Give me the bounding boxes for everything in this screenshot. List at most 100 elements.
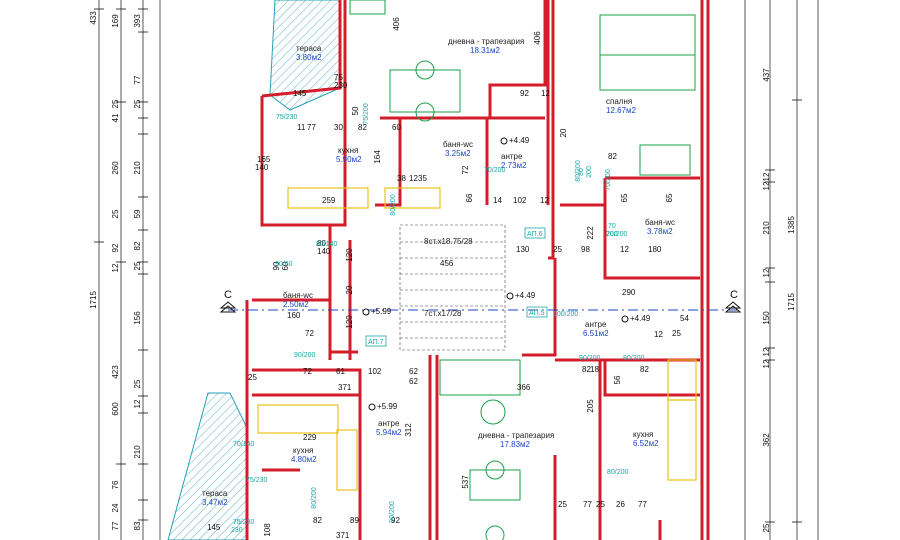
room-name: кухня (633, 430, 653, 439)
door-tag: 70/140 (233, 441, 255, 448)
walls (245, 0, 710, 540)
dimension-label: 433 (89, 11, 98, 25)
dimension-label: 210 (133, 445, 142, 459)
room-name: баня-wc (443, 140, 473, 149)
apartment-tag: АП.7 (368, 339, 384, 346)
door-tag: 70/200 (605, 169, 612, 191)
dimension-label: 62 (409, 367, 418, 376)
dimension-label: 169 (111, 14, 120, 28)
dimension-label: 1715 (787, 293, 796, 311)
dimension-label: 150 (762, 311, 771, 325)
dimension-label: 371 (338, 383, 352, 392)
stair-notes: 8ст.x18.75/28 7ст.x17/28 (424, 237, 473, 318)
dimension-label: 75 (233, 519, 241, 526)
room-name: кухня (293, 446, 313, 455)
dimension-label: 537 (461, 475, 470, 489)
dimension-label: 423 (111, 365, 120, 379)
dimension-label: 145 (207, 523, 221, 532)
dimension-label: 82 (313, 516, 322, 525)
dimension-label: 145 (293, 89, 307, 98)
left-dimension-chains (98, 0, 161, 540)
dimension-label: 222 (586, 226, 595, 240)
dimension-label: 120 (345, 248, 354, 262)
dimension-label: 25 (672, 329, 681, 338)
room-area: 6.51м2 (583, 329, 609, 338)
dimension-label: 456 (440, 259, 454, 268)
door-tag: 80/200 (607, 469, 629, 476)
dimension-label: 65 (620, 193, 629, 202)
door-tag: 100/200 (553, 311, 578, 318)
dimension-label: 77 (133, 75, 142, 84)
room-area: 5.94м2 (376, 428, 402, 437)
dimension-label: 210 (762, 221, 771, 235)
dimension-label: 83 (133, 521, 142, 530)
door-tags: 75/230 75/200 70/200 80/200 80/200 70/20… (233, 103, 645, 526)
furniture (349, 0, 696, 540)
room-area: 3.78м2 (647, 227, 673, 236)
dimension-label: 77 (307, 123, 316, 132)
dimension-label: 12 (540, 196, 549, 205)
dimension-label: 25 (133, 261, 142, 270)
dimension-label: 76 (111, 480, 120, 489)
room-area: 6.52м2 (633, 439, 659, 448)
dimension-label: 600 (111, 402, 120, 416)
dimension-label: 25 (133, 379, 142, 388)
dimension-label: 366 (517, 383, 531, 392)
dimension-label: 140 (317, 247, 331, 256)
dimension-label: 35 (418, 174, 427, 183)
door-tag: 75/200 (363, 103, 370, 125)
dimension-label: 82 (582, 365, 591, 374)
dimension-label: 70 (608, 223, 616, 230)
terrace-bottom (167, 392, 249, 540)
dimension-label: 25 (133, 99, 142, 108)
level-mark: +4.49 (630, 314, 651, 323)
dimension-label: 54 (680, 314, 689, 323)
door-tag: 80/200 (390, 194, 397, 216)
dimension-label: 406 (392, 17, 401, 31)
level-mark: +4.49 (515, 291, 536, 300)
door-tag: 75/230 (276, 114, 298, 121)
left-dimensions-outer: 433 1715 600 (89, 11, 120, 416)
fixtures (257, 187, 697, 491)
dimension-label: 82 (358, 123, 367, 132)
door-tag: 75/230 (246, 477, 268, 484)
dimension-label: 130 (516, 245, 530, 254)
dimension-label: 205 (586, 399, 595, 413)
dimension-label: 25 (558, 500, 567, 509)
dimension-label: 14 (493, 196, 502, 205)
room-area: 3.47м2 (202, 498, 228, 507)
right-dimension-chains (744, 0, 819, 540)
dimension-label: 312 (404, 423, 413, 437)
dimension-label: 89 (350, 516, 359, 525)
stair-note: 7ст.x17/28 (424, 309, 462, 318)
dimension-label: 12 (111, 263, 120, 272)
dimension-label: 72 (461, 165, 470, 174)
dimension-label: 77 (111, 521, 120, 530)
dimension-label: 25 (762, 523, 771, 532)
dimension-label: 260 (111, 161, 120, 175)
dimension-label: 12 (620, 245, 629, 254)
room-name: тераса (202, 489, 228, 498)
door-tag: 90/200 (579, 355, 601, 362)
dimension-label: 20 (559, 128, 568, 137)
dimension-label: 82 (608, 152, 617, 161)
dimension-label: 25 (248, 373, 257, 382)
dimension-label: 90 (272, 261, 281, 270)
door-tag: 70/200 (606, 231, 628, 238)
dimension-label: 62 (409, 377, 418, 386)
dimension-label: 160 (287, 311, 301, 320)
door-tag: 80/200 (311, 487, 318, 509)
level-marks: +4.49 +5.99 +4.49 +5.99 +4.49 (362, 136, 651, 411)
dimension-label: 200 (606, 231, 618, 238)
door-tag: 80/140 (316, 241, 338, 248)
dimension-label: 25 (596, 500, 605, 509)
dimension-label: 50 (351, 106, 360, 115)
room-area: 3.80м2 (296, 53, 322, 62)
stair-note: 8ст.x18.75/28 (424, 237, 473, 246)
room-name: дневна - трапезария (478, 431, 554, 440)
room-area: 17.83м2 (500, 440, 531, 449)
section-marker-left-label: C (224, 289, 232, 301)
room-area: 12.67м2 (606, 106, 637, 115)
apartment-tag: АП.5 (529, 310, 545, 317)
dimension-label: 437 (762, 68, 771, 82)
